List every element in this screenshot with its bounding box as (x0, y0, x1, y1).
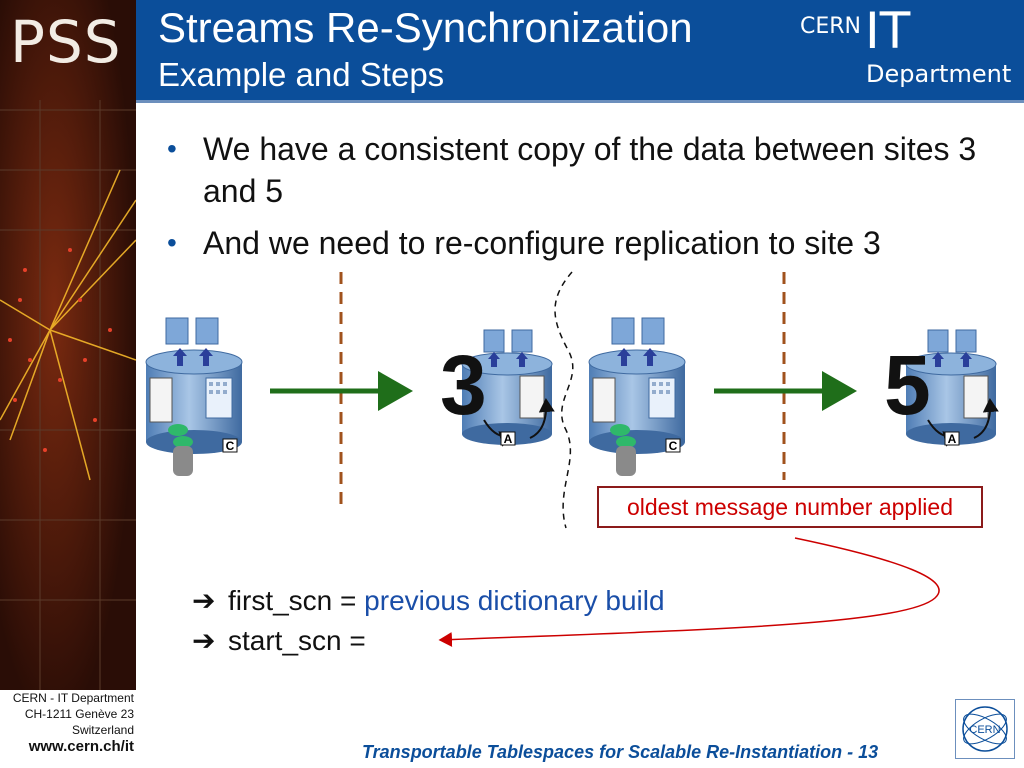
bullet-text: We have a consistent copy of the data be… (203, 131, 977, 209)
divider-wavy (554, 271, 574, 529)
bullet-list: • We have a consistent copy of the data b… (165, 128, 1005, 274)
slide-header (136, 0, 1024, 100)
footer-url-link[interactable]: www.cern.ch/it (28, 738, 134, 755)
cern-logo-icon: CERN (955, 699, 1015, 759)
callout-connector-arrow (438, 537, 940, 648)
database-apply-site-5 (905, 329, 999, 447)
footer-address: CERN - IT Department CH-1211 Genève 23 S… (0, 690, 134, 738)
svg-text:CERN: CERN (969, 724, 1000, 736)
footer-address-line: CERN - IT Department (12, 691, 134, 705)
brand-pss: PSS (10, 8, 122, 76)
sidebar-image: PSS (0, 0, 136, 690)
site-number-5: 5 (884, 338, 931, 432)
site-number-3: 3 (440, 338, 487, 432)
slide-title: Streams Re-Synchronization (158, 4, 693, 51)
first-scn-value: previous dictionary build (364, 585, 665, 616)
arrow-right-icon: ➔ (192, 585, 216, 616)
bullet-dot-icon: • (167, 227, 177, 258)
callout-oldest-message: oldest message number applied (597, 486, 983, 528)
capture-badge-1: C (226, 439, 235, 453)
start-scn-label: start_scn = (228, 625, 366, 656)
apply-badge-site-3: A (504, 432, 513, 446)
header-divider (136, 100, 1024, 103)
bullet-item: • And we need to re-configure replication… (165, 222, 1005, 264)
bullet-item: • We have a consistent copy of the data b… (165, 128, 1005, 212)
bullet-text: And we need to re-configure replication … (203, 225, 881, 261)
database-capture-1 (145, 317, 243, 476)
step-start-scn: ➔ start_scn = (192, 624, 366, 657)
arrow-right-icon: ➔ (192, 625, 216, 656)
footer-slide-title: Transportable Tablespaces for Scalable R… (362, 742, 879, 762)
first-scn-label: first_scn = (228, 585, 357, 616)
logo-it-text: IT (865, 2, 911, 60)
particle-tracks-graphic (0, 0, 136, 690)
logo-cern-text: CERN (800, 14, 862, 39)
slide-subtitle: Example and Steps (158, 56, 445, 93)
footer-address-line: Switzerland (71, 723, 134, 737)
footer-address-line: CH-1211 Genève 23 (24, 707, 134, 721)
bullet-dot-icon: • (167, 133, 177, 164)
database-capture-2 (588, 317, 686, 476)
capture-badge-2: C (669, 439, 678, 453)
step-first-scn: ➔ first_scn = previous dictionary build (192, 584, 665, 617)
database-apply-site-3 (461, 329, 555, 447)
logo-department-text: Department (866, 60, 1012, 88)
apply-badge-site-5: A (948, 432, 957, 446)
